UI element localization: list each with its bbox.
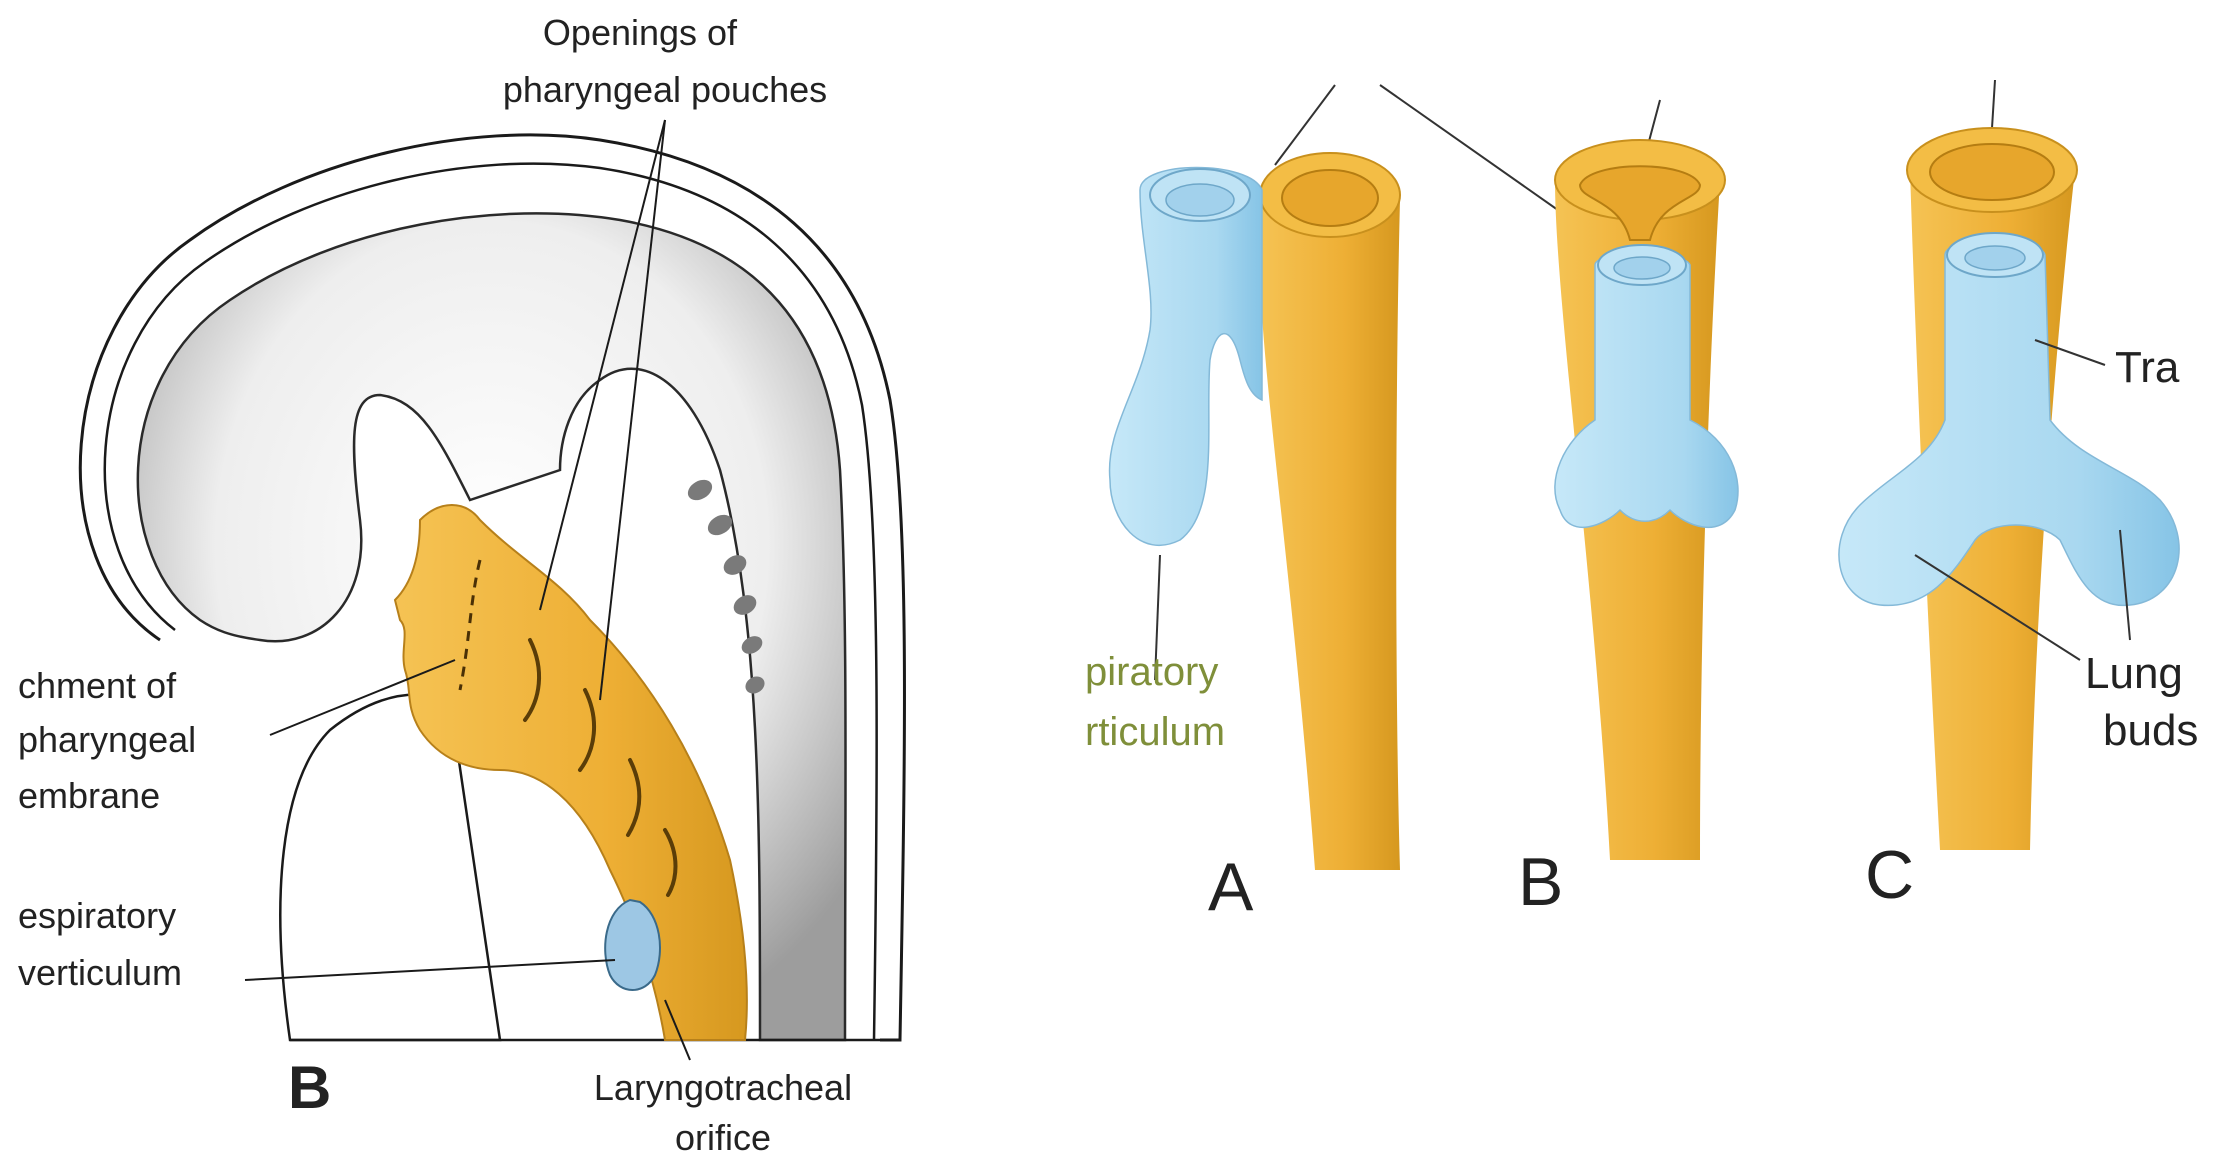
panel-letter-c: C — [1865, 837, 1914, 913]
right-edge-crop — [2210, 0, 2224, 1160]
label-right-resp-line2: rticulum — [1085, 710, 1225, 754]
stage-a-diverticulum-lumen-inner — [1166, 184, 1234, 216]
panel-letter-a: A — [1208, 849, 1254, 925]
label-lung-line2: buds — [2103, 706, 2198, 755]
label-lung-line1: Lung — [2085, 649, 2183, 698]
label-right-resp-line1: piratory — [1085, 650, 1218, 694]
label-trachea: Tra — [2115, 343, 2180, 392]
stage-a — [1110, 153, 1400, 870]
label-attachment-line2: pharyngeal — [18, 719, 196, 760]
label-attachment-line1: chment of — [18, 665, 177, 706]
stage-a-respiratory-diverticulum — [1110, 168, 1262, 546]
stage-b — [1555, 140, 1738, 860]
label-resp-line1: espiratory — [18, 895, 176, 936]
panel-letter-b-right: B — [1518, 844, 1563, 920]
label-resp-line2: verticulum — [18, 952, 182, 993]
stage-a-foregut-lumen — [1282, 170, 1378, 226]
panel-letter-b-left: B — [288, 1054, 331, 1121]
label-openings-line1: Openings of — [543, 12, 738, 53]
label-openings-line2: pharyngeal pouches — [503, 69, 827, 110]
stage-b-trachea-lumen-inner — [1614, 257, 1670, 279]
respiratory-diverticulum-small — [605, 900, 660, 990]
stage-c-trachea-lumen-inner — [1965, 246, 2025, 270]
label-laryngotracheal-line1: Laryngotracheal — [594, 1067, 852, 1108]
stage-a-foregut — [1260, 190, 1400, 870]
stage-c-foregut-lumen — [1930, 144, 2054, 200]
label-attachment-line3: embrane — [18, 775, 160, 816]
left-figure: Openings of pharyngeal pouches chment of… — [18, 12, 904, 1158]
right-figure: piratory rticulum Tra Lung buds A B C — [1085, 80, 2198, 925]
label-laryngotracheal-line2: orifice — [675, 1117, 771, 1158]
